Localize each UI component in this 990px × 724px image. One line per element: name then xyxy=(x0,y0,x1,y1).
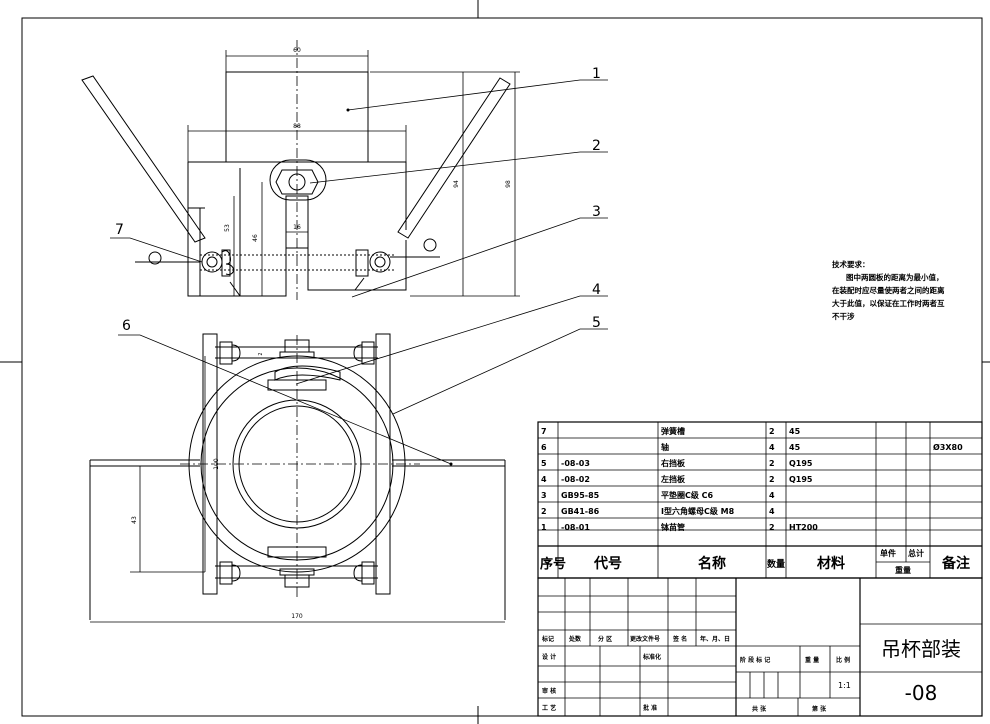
balloon-6: 6 xyxy=(122,318,131,334)
leader-lines xyxy=(110,79,608,465)
dim-88: 88 xyxy=(293,123,301,130)
notes-title: 技术要求： xyxy=(832,260,870,269)
bom-cell-qty: 2 xyxy=(769,475,775,484)
notes-line-3: 大于此值，以保证在工作时两者互 xyxy=(832,299,945,308)
bom-cell-code: -08-02 xyxy=(561,475,590,484)
balloon-3: 3 xyxy=(592,204,601,220)
bom-cell-no: 2 xyxy=(541,507,547,516)
bom-cell-code: GB95-85 xyxy=(561,491,600,500)
dim-16: 16 xyxy=(293,224,301,231)
bom-cell-qty: 2 xyxy=(769,459,775,468)
bom-cell-material: 45 xyxy=(789,443,801,452)
balloon-1: 1 xyxy=(592,66,601,82)
bom-cell-name: I型六角螺母C级 M8 xyxy=(661,506,735,516)
dim-53: 53 xyxy=(224,224,231,232)
tb-scale: 比 例 xyxy=(836,656,850,664)
bom-cell-name: 弹簧槽 xyxy=(661,426,685,436)
balloon-4: 4 xyxy=(592,282,601,298)
tb-design: 设 计 xyxy=(542,653,556,661)
bom-header-weight: 重量 xyxy=(895,565,911,575)
bom-header-code: 代号 xyxy=(593,555,622,572)
tb-process: 工 艺 xyxy=(542,704,556,712)
tb-zone: 分 区 xyxy=(598,635,612,643)
technical-notes: 技术要求： 图中两圆板的距离为最小值， 在装配时应尽量使两者之间的距离 大于此值… xyxy=(820,258,945,323)
tb-count: 处数 xyxy=(568,635,582,643)
balloon-5: 5 xyxy=(592,315,601,331)
bom-header-unit: 单件 xyxy=(880,548,896,558)
bom-cell-code: -08-01 xyxy=(561,523,590,532)
bom-cell-name: 平垫圈C级 C6 xyxy=(661,490,714,500)
notes-line-2: 在装配时应尽量使两者之间的距离 xyxy=(832,286,945,295)
bom-cell-qty: 4 xyxy=(769,507,775,516)
title-block xyxy=(537,577,983,717)
bom-cell-qty: 2 xyxy=(769,427,775,436)
bom-cell-no: 3 xyxy=(541,491,547,500)
dim-94: 94 xyxy=(453,180,460,188)
bom-cell-qty: 2 xyxy=(769,523,775,532)
bom-header-qty: 数量 xyxy=(767,558,785,570)
bom-cell-name: 钵苗管 xyxy=(660,522,685,532)
bom-cell-no: 5 xyxy=(541,459,547,468)
front-dims xyxy=(90,356,505,623)
bom-header-remark: 备注 xyxy=(941,555,970,572)
dim-43: 43 xyxy=(131,516,138,524)
notes-line-1: 图中两圆板的距离为最小值， xyxy=(846,273,944,282)
tb-weight: 重 量 xyxy=(805,656,819,664)
top-view xyxy=(81,71,511,297)
dim-100: 100 xyxy=(213,458,220,470)
bom-cell-code: -08-03 xyxy=(561,459,590,468)
dim-2: 2 xyxy=(258,352,264,355)
bom-cell-qty: 4 xyxy=(769,443,775,452)
bom-cell-no: 1 xyxy=(541,523,547,532)
tb-stage: 阶 段 标 记 xyxy=(740,656,770,664)
bom-header-no: 序号 xyxy=(540,556,566,572)
tb-change: 更改文件号 xyxy=(630,635,660,643)
tb-date: 年、月、日 xyxy=(700,635,730,643)
tb-scale-value: 1:1 xyxy=(838,681,851,690)
tb-approve: 批 准 xyxy=(643,704,657,712)
tb-sheets: 共 张 xyxy=(752,705,767,713)
tb-standard: 标准化 xyxy=(642,653,661,661)
bom-cell-material: HT200 xyxy=(789,523,818,532)
balloon-2: 2 xyxy=(592,138,601,154)
bom-header-total: 总计 xyxy=(908,548,924,558)
outer-border xyxy=(21,17,983,717)
bom-header-material: 材料 xyxy=(817,555,845,572)
bom-cell-qty: 4 xyxy=(769,491,775,500)
tb-sign: 签 名 xyxy=(672,635,687,643)
bom-cell-no: 7 xyxy=(541,427,547,436)
bom-cell-material: Q195 xyxy=(789,475,813,484)
bom-cell-code: GB41-86 xyxy=(561,507,600,516)
notes-line-4: 不干涉 xyxy=(832,312,855,321)
bom-cell-no: 4 xyxy=(541,475,547,484)
bom-cell-remark: Ø3X80 xyxy=(933,442,963,452)
bom-header-name: 名称 xyxy=(698,555,726,572)
bom-cell-no: 6 xyxy=(541,443,547,452)
drawing-number: -08 xyxy=(905,681,938,705)
tb-sheet: 第 张 xyxy=(811,705,827,713)
tb-mark: 标记 xyxy=(541,635,554,643)
bom-cell-material: Q195 xyxy=(789,459,813,468)
balloon-7: 7 xyxy=(115,222,124,238)
dim-46: 46 xyxy=(252,234,259,242)
dim-60: 60 xyxy=(293,47,301,54)
drawing-name: 吊杯部装 xyxy=(881,637,961,661)
bom-cell-material: 45 xyxy=(789,427,801,436)
bom-cell-name: 轴 xyxy=(661,442,669,452)
bom-cell-name: 左挡板 xyxy=(660,474,686,484)
dim-98: 98 xyxy=(505,180,512,188)
bom-cell-name: 右挡板 xyxy=(660,458,686,468)
dim-170: 170 xyxy=(291,613,303,620)
tb-review: 审 核 xyxy=(542,687,556,695)
